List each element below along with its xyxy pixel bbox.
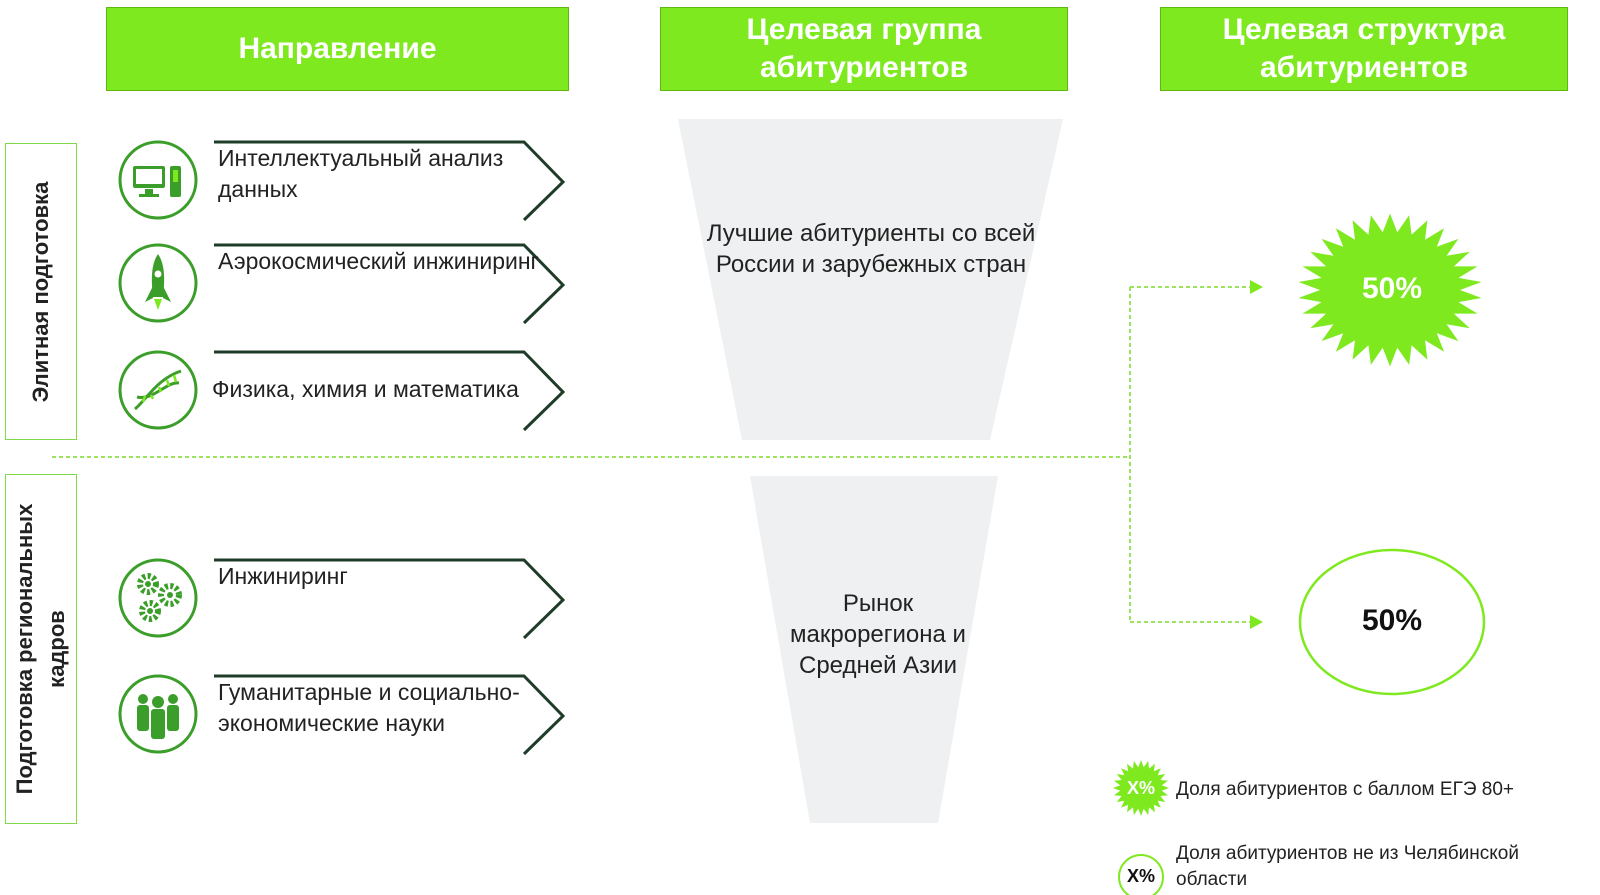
- chevron-arrow: [214, 350, 566, 432]
- legend-burst-label: Доля абитуриентов с баллом ЕГЭ 80+: [1176, 779, 1515, 800]
- chevron-arrow: [214, 140, 566, 222]
- computer-icon: [118, 140, 198, 220]
- circle-marker: [1298, 548, 1486, 696]
- funnel-elite: [678, 119, 1063, 440]
- dna-icon: [118, 350, 198, 430]
- direction-label: Гуманитарные и социально-экономические н…: [218, 679, 520, 736]
- arrowhead-top: [1250, 280, 1263, 294]
- chevron-arrow: [214, 558, 566, 640]
- header-direction-text: Направление: [238, 32, 437, 65]
- legend-circle-text: X%: [1126, 866, 1155, 886]
- direction-label: Инжиниринг: [218, 563, 348, 589]
- direction-item-aerospace: Аэрокосмический инжиниринг: [114, 238, 584, 328]
- direction-item-physics: Физика, химия и математика: [114, 345, 584, 435]
- people-icon: [118, 674, 198, 754]
- gears-icon: [118, 558, 198, 638]
- funnel-text-elite: Лучшие абитуриенты со всей России и зару…: [706, 220, 1036, 278]
- header-target-group-text: Целевая группа абитуриентов: [746, 13, 982, 84]
- funnel-regional: [750, 476, 998, 823]
- legend-burst-text: X%: [1126, 778, 1155, 798]
- side-box-regional: Подготовка региональных кадров: [5, 474, 77, 824]
- chevron-arrow: [214, 243, 566, 325]
- legend-circle-marker: [1118, 854, 1164, 895]
- header-target-structure: Целевая структура абитуриентов: [1160, 7, 1568, 91]
- legend-burst-marker: [1113, 760, 1169, 816]
- legend-circle-label: Доля абитуриентов не из Челябинской обла…: [1176, 843, 1519, 890]
- direction-label: Интеллектуальный анализ данных: [218, 145, 504, 202]
- chevron-arrow: [214, 674, 566, 756]
- funnel-text-regional: Рынок макрорегиона и Средней Азии: [790, 590, 966, 679]
- direction-item-data-analysis: Интеллектуальный анализ данных: [114, 135, 584, 225]
- elite-value: 50%: [1361, 272, 1423, 305]
- regional-value: 50%: [1361, 604, 1423, 637]
- header-target-group: Целевая группа абитуриентов: [660, 7, 1068, 91]
- arrowhead-bottom: [1250, 615, 1263, 629]
- side-box-elite: Элитная подготовка: [5, 143, 77, 440]
- header-target-structure-text: Целевая структура абитуриентов: [1222, 13, 1506, 84]
- header-direction: Направление: [106, 7, 569, 91]
- direction-item-humanities: Гуманитарные и социально-экономические н…: [114, 669, 584, 759]
- starburst-marker: [1298, 213, 1482, 367]
- rocket-icon: [118, 243, 198, 323]
- direction-item-engineering: Инжиниринг: [114, 553, 584, 643]
- direction-label: Физика, химия и математика: [212, 376, 519, 402]
- direction-label: Аэрокосмический инжиниринг: [218, 248, 539, 274]
